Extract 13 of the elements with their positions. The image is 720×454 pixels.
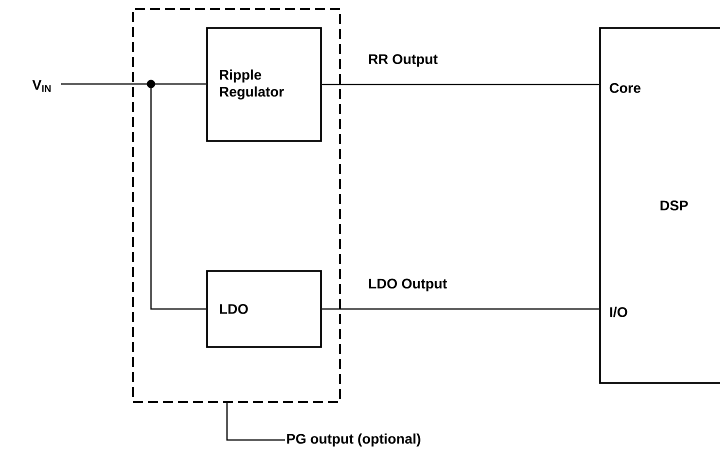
regulator-box: Ripple Regulator (206, 27, 322, 142)
regulator-box: LDO (206, 270, 322, 348)
pin-label: I/O (610, 306, 628, 318)
wire (322, 308, 600, 310)
voltage-label: V$_{IN}$ (32, 80, 51, 92)
junction-dot (146, 80, 156, 88)
wire (322, 84, 600, 86)
edge-label: RR Output (367, 53, 439, 68)
leader-text: PG output (optional) (287, 433, 420, 446)
pin-label: Core (610, 83, 640, 93)
leader-line (226, 403, 285, 441)
edge-label: LDO Output (367, 278, 448, 292)
dashed-box (132, 8, 341, 403)
